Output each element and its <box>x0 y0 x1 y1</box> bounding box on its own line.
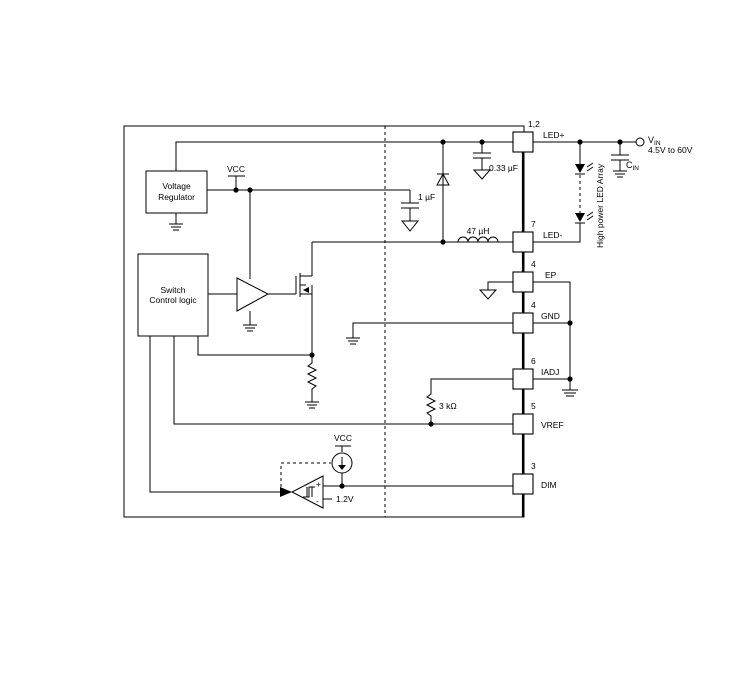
current-source: VCC <box>280 433 353 487</box>
ref-12v-label: 1.2V <box>336 494 354 504</box>
svg-text:-: - <box>316 496 319 506</box>
external-ground <box>533 281 578 397</box>
switch-control-label-1: Switch <box>160 285 185 295</box>
vref-line <box>173 336 513 425</box>
pin-5: 5 VREF <box>512 401 564 435</box>
pin-5-number: 5 <box>531 401 536 411</box>
switch-control-label-2: Control logic <box>149 295 197 305</box>
cin-label: CIN <box>626 160 639 172</box>
vcc-top-label: VCC <box>227 164 245 174</box>
resistor-label: 3 kΩ <box>439 401 457 411</box>
pin-3-name: DIM <box>541 480 557 490</box>
pin-1-2-name: LED+ <box>543 130 565 140</box>
vcc-rail: VCC <box>207 164 410 279</box>
pin-4-gnd-name: GND <box>541 311 560 321</box>
capacitor-033uf: 0.33 µF <box>472 139 518 180</box>
pin-7-number: 7 <box>531 219 536 229</box>
internal-ground <box>346 322 513 345</box>
cin-capacitor: CIN <box>611 139 639 178</box>
vcc-bottom-label: VCC <box>334 433 352 443</box>
iadj-resistor-3k: 3 kΩ <box>425 378 513 427</box>
pin-1-2: 1,2 LED+ <box>512 119 565 153</box>
pin-6-name: IADJ <box>541 367 559 377</box>
pin-3-number: 3 <box>531 461 536 471</box>
led-array-label: High power LED Array <box>595 163 605 248</box>
cap-1uf-label: 1 µF <box>418 192 435 202</box>
ep-ground <box>478 281 513 300</box>
pin-3: 3 DIM <box>512 461 557 495</box>
voltage-regulator-block: Voltage Regulator <box>145 170 208 231</box>
pin-4-ep: 4 EP <box>512 259 557 293</box>
pin-7: 7 LED- <box>512 219 563 253</box>
voltage-regulator-label-1: Voltage <box>162 181 191 191</box>
inductor-47uh: 47 µH <box>457 226 499 243</box>
pin-4-gnd: 4 GND <box>512 300 560 334</box>
svg-text:+: + <box>316 479 321 489</box>
pin-6: 6 IADJ <box>512 356 559 390</box>
inductor-label: 47 µH <box>467 226 490 236</box>
pin-4-gnd-number: 4 <box>531 300 536 310</box>
pin-6-number: 6 <box>531 356 536 366</box>
pin-4-ep-name: EP <box>545 270 557 280</box>
sense-resistor <box>197 336 319 409</box>
top-rail <box>175 141 513 171</box>
pin-1-2-number: 1,2 <box>528 119 540 129</box>
capacitor-1uf: 1 µF <box>400 190 435 232</box>
dim-comparator: + - 1.2V <box>149 336 513 509</box>
pin-7-name: LED- <box>543 230 563 240</box>
schottky-diode <box>436 139 450 245</box>
gate-driver-buffer <box>208 277 296 332</box>
led-array: High power LED Array <box>533 139 605 248</box>
cap-033uf-label: 0.33 µF <box>489 163 518 173</box>
mosfet-switch <box>295 242 313 355</box>
pin-5-name: VREF <box>541 420 564 430</box>
voltage-regulator-label-2: Regulator <box>158 192 195 202</box>
vin-range-label: 4.5V to 60V <box>648 145 693 155</box>
switch-control-block: Switch Control logic <box>137 253 209 337</box>
vin-label: VIN <box>648 135 661 147</box>
pin-4-ep-number: 4 <box>531 259 536 269</box>
